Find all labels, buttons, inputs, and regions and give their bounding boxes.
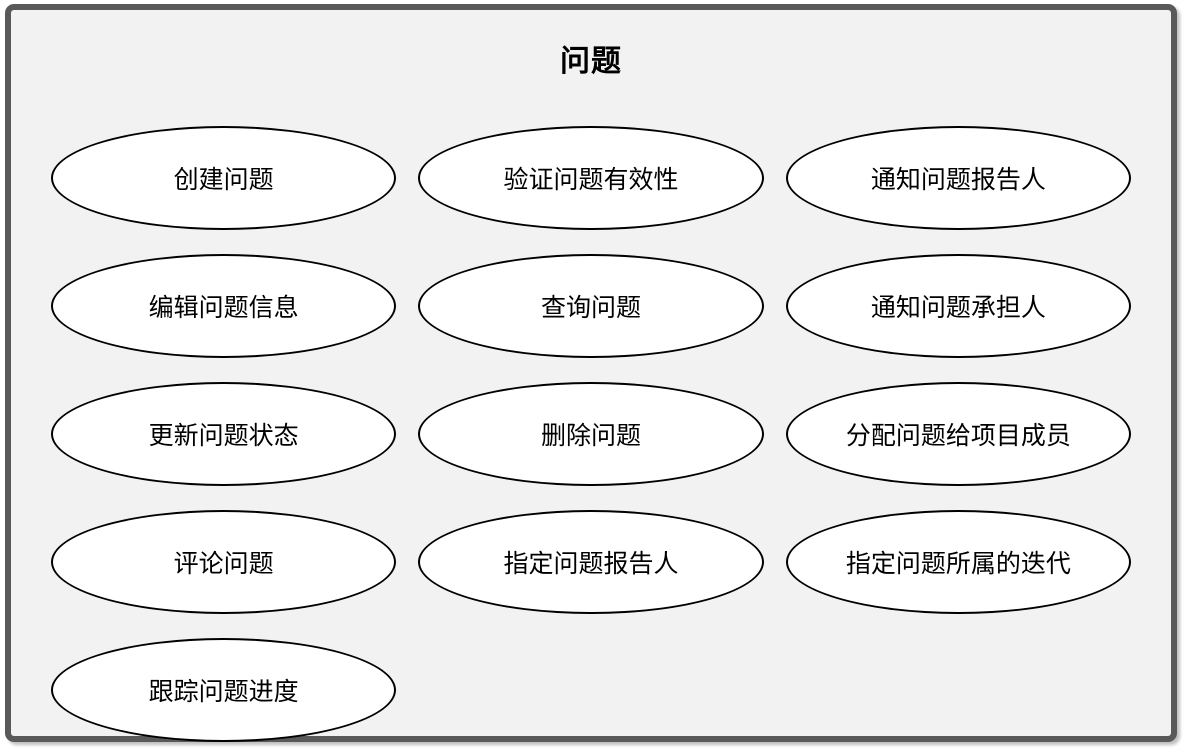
use-case-label: 查询问题 bbox=[540, 294, 641, 322]
use-case-ellipse: 评论问题 bbox=[51, 510, 397, 614]
use-case-ellipse: 分配问题给项目成员 bbox=[785, 382, 1131, 486]
use-case-ellipse: 删除问题 bbox=[418, 382, 764, 486]
use-case-grid: 创建问题 验证问题有效性 通知问题报告人 编辑问题信息 查询问题 通知问题承担人… bbox=[51, 126, 1131, 742]
use-case-ellipse: 创建问题 bbox=[51, 126, 397, 230]
use-case-ellipse: 查询问题 bbox=[418, 254, 764, 358]
use-case-label: 创建问题 bbox=[173, 166, 274, 194]
use-case-ellipse: 通知问题报告人 bbox=[785, 126, 1131, 230]
use-case-ellipse: 指定问题报告人 bbox=[418, 510, 764, 614]
use-case-ellipse: 指定问题所属的迭代 bbox=[785, 510, 1131, 614]
use-case-label: 评论问题 bbox=[173, 550, 274, 578]
use-case-label: 指定问题报告人 bbox=[503, 550, 679, 578]
use-case-ellipse: 验证问题有效性 bbox=[418, 126, 764, 230]
use-case-ellipse: 编辑问题信息 bbox=[51, 254, 397, 358]
system-boundary: 问题 创建问题 验证问题有效性 通知问题报告人 编辑问题信息 查询问题 通知问题… bbox=[5, 4, 1177, 742]
diagram-title: 问题 bbox=[560, 45, 622, 78]
use-case-ellipse: 通知问题承担人 bbox=[785, 254, 1131, 358]
use-case-label: 跟踪问题进度 bbox=[148, 678, 299, 706]
use-case-label: 验证问题有效性 bbox=[503, 166, 679, 194]
use-case-label: 删除问题 bbox=[540, 422, 641, 450]
use-case-label: 分配问题给项目成员 bbox=[845, 422, 1071, 450]
use-case-label: 通知问题报告人 bbox=[870, 166, 1046, 194]
use-case-label: 编辑问题信息 bbox=[148, 294, 299, 322]
use-case-label: 更新问题状态 bbox=[148, 422, 299, 450]
use-case-label: 指定问题所属的迭代 bbox=[845, 550, 1071, 578]
use-case-ellipse: 更新问题状态 bbox=[51, 382, 397, 486]
use-case-label: 通知问题承担人 bbox=[870, 294, 1046, 322]
use-case-ellipse: 跟踪问题进度 bbox=[51, 638, 397, 742]
